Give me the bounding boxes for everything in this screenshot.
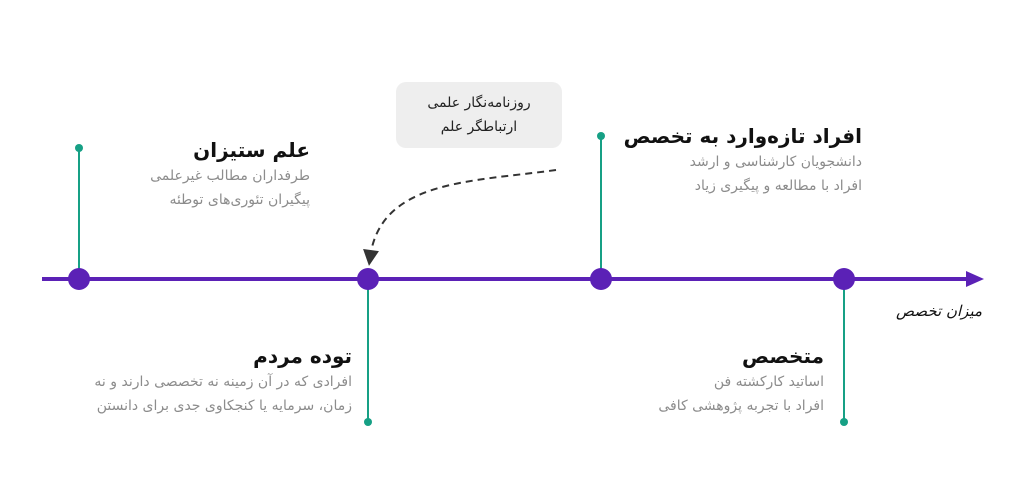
- node-newcomers: [590, 268, 612, 290]
- group-desc-line: طرفداران مطالب غیرعلمی: [150, 168, 310, 184]
- science-journalist-callout: روزنامه‌نگار علمی ارتباطگر علم: [396, 82, 562, 148]
- callout-pointer-arrow: [363, 169, 557, 266]
- connector-end-public: [364, 418, 372, 426]
- connector-end-anti-science: [75, 144, 83, 152]
- connector-end-newcomers: [597, 132, 605, 140]
- axis-arrowhead-icon: [966, 271, 984, 287]
- group-public: توده مردم افرادی که در آن زمینه نه تخصصی…: [40, 342, 352, 418]
- group-title-experts: متخصص: [742, 344, 824, 368]
- node-public: [357, 268, 379, 290]
- callout-line: ارتباطگر علم: [440, 119, 518, 135]
- group-desc-line: دانشجویان کارشناسی و ارشد: [689, 154, 862, 170]
- connector-end-experts: [840, 418, 848, 426]
- axis-label: میزان تخصص: [895, 302, 982, 320]
- group-title-public: توده مردم: [253, 344, 352, 368]
- group-desc-line: افراد با تجربه پژوهشی کافی: [658, 398, 824, 414]
- group-desc-line: زمان، سرمایه یا کنجکاوی جدی برای دانستن: [96, 398, 352, 414]
- group-title-anti-science: علم ستیزان: [193, 138, 310, 162]
- callout-line: روزنامه‌نگار علمی: [427, 95, 531, 111]
- group-newcomers: افراد تازه‌وارد به تخصص دانشجویان کارشنا…: [600, 122, 862, 198]
- node-experts: [833, 268, 855, 290]
- group-desc-line: اساتید کارکشته فن: [713, 374, 824, 390]
- group-title-newcomers: افراد تازه‌وارد به تخصص: [623, 124, 862, 148]
- group-experts: متخصص اساتید کارکشته فن افراد با تجربه پ…: [598, 342, 824, 418]
- group-desc-line: پیگیران تئوری‌های توطئه: [169, 192, 310, 208]
- node-anti-science: [68, 268, 90, 290]
- group-desc-line: افراد با مطالعه و پیگیری زیاد: [694, 178, 862, 194]
- group-anti-science: علم ستیزان طرفداران مطالب غیرعلمی پیگیرا…: [90, 136, 310, 212]
- group-desc-line: افرادی که در آن زمینه نه تخصصی دارند و ن…: [94, 374, 352, 390]
